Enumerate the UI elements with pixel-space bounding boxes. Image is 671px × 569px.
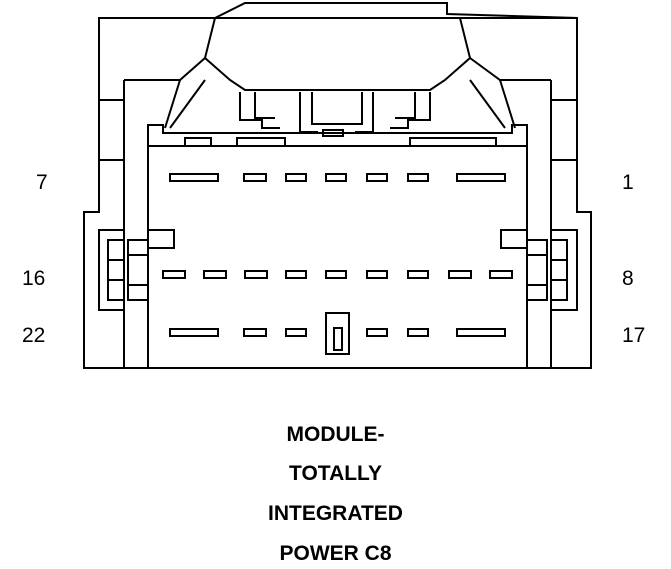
pin-label-row3-right: 17 [622,324,646,347]
latch-ramp-left [164,79,206,129]
side-latch-right-outer [550,229,578,311]
pin-cavity-row2-8 [448,270,472,279]
pin-cavity-row1-7 [456,173,506,182]
pin-cavity-row2-9 [489,270,513,279]
pin-cavity-row3-4 [366,328,388,337]
pin-cavity-row2-7 [407,270,429,279]
pin-cavity-row3-5 [407,328,429,337]
pin-cavity-row2-4 [285,270,307,279]
side-latch-left-inner [107,239,125,301]
latch-detail-left [239,92,280,129]
side-latch-right-tab [500,229,528,249]
side-latch-left-lines [108,254,148,286]
side-latch-left-outer [98,229,125,311]
pin-cavity-row2-2 [203,270,227,279]
pin-cavity-row2-6 [366,270,388,279]
pin-cavity-row1-2 [243,173,267,182]
side-latch-right-lines [527,254,567,286]
pin-cavity-row2-1 [162,270,186,279]
pin-cavity-row3-1 [169,328,219,337]
side-latch-left-key [127,239,149,301]
pin-cavity-row1-6 [407,173,429,182]
title-line-1: MODULE- [286,423,385,446]
key-block-right-top [409,137,497,147]
key-block-left-bottom [236,137,286,147]
latch-detail-right [390,92,431,129]
pin-label-row2-right: 8 [622,267,634,290]
pin-cavity-row1-5 [366,173,388,182]
key-block-left-top [184,137,212,147]
title-line-3: INTEGRATED [268,502,403,525]
pin-cavity-row1-4 [325,173,347,182]
side-latch-right-inner [550,239,568,301]
key-slot [325,312,350,355]
pin-label-row1-right: 1 [622,171,634,194]
side-latch-right-key [526,239,548,301]
pin-cavity-row3-6 [456,328,506,337]
pin-label-row1-left: 7 [36,171,48,194]
pin-cavity-row2-3 [244,270,268,279]
pin-cavity-row1-3 [285,173,307,182]
connector-outline [83,2,592,369]
pin-cavity-row3-3 [285,328,307,337]
pin-cavity-row1-1 [169,173,219,182]
title-line-4: POWER C8 [279,542,392,565]
pin-cavity-row2-5 [325,270,347,279]
latch-ramp-right [469,79,516,129]
inner-face [147,124,528,368]
pin-cavity-row3-2 [243,328,267,337]
key-slot-inner [333,327,343,351]
pin-label-row2-left: 16 [22,267,46,290]
latch-housing-lower [124,57,551,81]
latch-housing [203,17,472,91]
pin-label-row3-left: 22 [22,324,46,347]
latch-center-tab [322,129,344,137]
side-latch-left-tab [147,229,175,249]
latch-detail-center [299,92,374,133]
title-line-2: TOTALLY [289,462,382,485]
